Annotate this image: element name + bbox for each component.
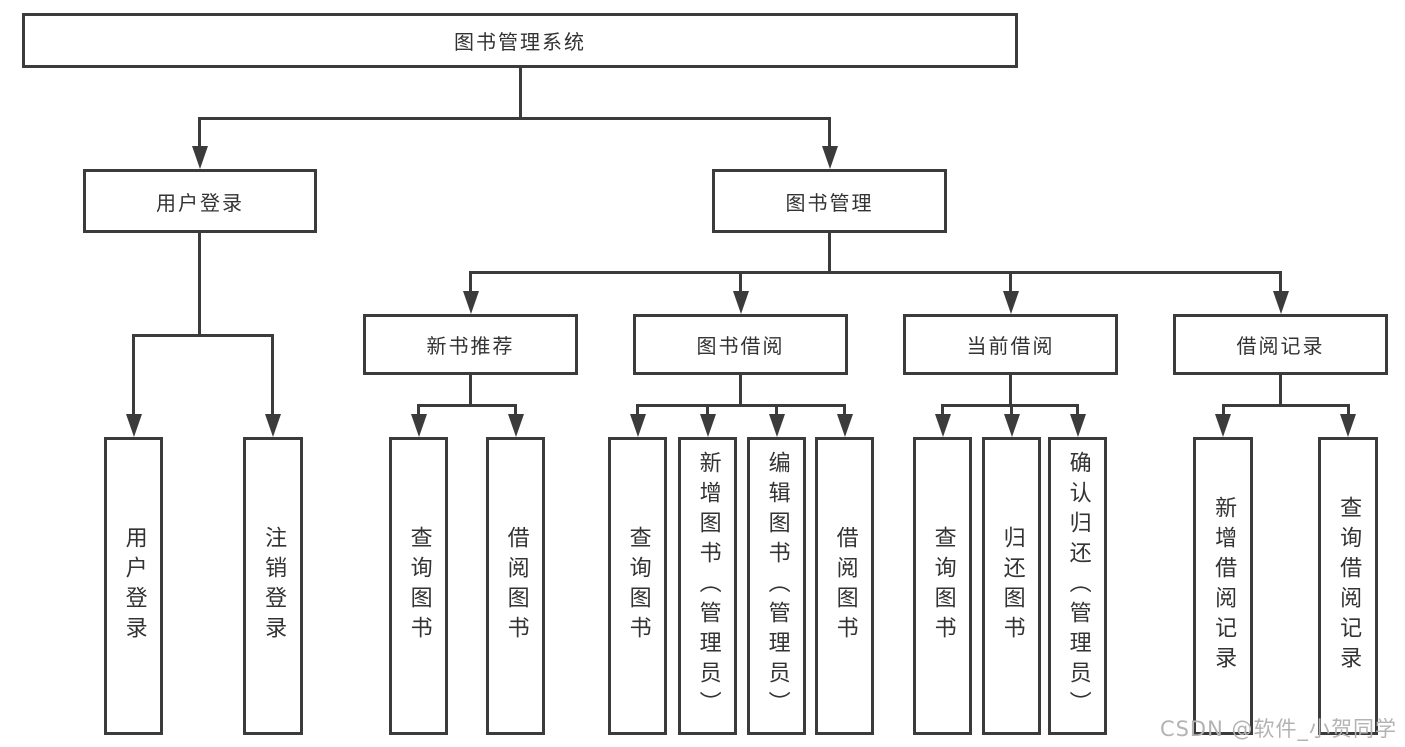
- arrowhead-down-icon: [1004, 414, 1020, 437]
- csdn-watermark: CSDN @软件_小贺同学: [1159, 717, 1397, 741]
- connector-vline: [1076, 404, 1079, 416]
- arrowhead-down-icon: [935, 414, 951, 437]
- connector-vline: [1347, 404, 1350, 416]
- connector-vline: [271, 334, 274, 416]
- connector-hline: [1222, 404, 1349, 407]
- leaf-add-borrow-record: 新增借阅记录: [1193, 437, 1253, 735]
- node-book-management: 图书管理: [712, 169, 947, 233]
- node-root-label: 图书管理系统: [454, 30, 586, 54]
- arrowhead-down-icon: [508, 414, 524, 437]
- leaf-confirm-return-admin: 确认归还（管理员）: [1048, 437, 1107, 735]
- arrowhead-down-icon: [1273, 291, 1289, 314]
- leaf-user-login-label: 用户登录: [121, 526, 147, 646]
- node-borrow-records: 借阅记录: [1173, 314, 1388, 375]
- leaf-query-borrow-record: 查询借阅记录: [1318, 437, 1378, 735]
- arrowhead-down-icon: [192, 146, 208, 169]
- connector-vline: [132, 334, 135, 416]
- arrowhead-down-icon: [822, 146, 838, 169]
- leaf-edit-book-admin-label: 编辑图书（管理员）: [764, 451, 790, 721]
- leaf-add-book-admin: 新增图书（管理员）: [678, 437, 737, 735]
- leaf-borrow-book-recommend: 借阅图书: [486, 437, 545, 735]
- leaf-confirm-return-admin-label: 确认归还（管理员）: [1065, 451, 1091, 721]
- leaf-edit-book-admin: 编辑图书（管理员）: [747, 437, 806, 735]
- connector-vline: [198, 117, 201, 147]
- connector-vline: [198, 233, 201, 335]
- node-root: 图书管理系统: [22, 13, 1018, 68]
- leaf-user-login: 用户登录: [104, 437, 163, 735]
- connector-vline: [1222, 404, 1225, 416]
- node-book-borrowing-label: 图书借阅: [696, 334, 785, 358]
- node-book-management-label: 图书管理: [785, 190, 874, 215]
- connector-hline: [198, 117, 831, 120]
- leaf-borrow-book-borrowing: 借阅图书: [815, 437, 874, 735]
- connector-hline: [417, 404, 517, 407]
- leaf-query-book-recommend: 查询图书: [389, 437, 448, 735]
- connector-vline: [1009, 375, 1012, 406]
- node-current-borrowing-label: 当前借阅: [966, 334, 1055, 358]
- connector-vline: [1010, 404, 1013, 416]
- node-user-login: 用户登录: [83, 169, 317, 233]
- node-current-borrowing: 当前借阅: [903, 314, 1118, 375]
- arrowhead-down-icon: [769, 414, 785, 437]
- connector-vline: [828, 233, 831, 274]
- arrowhead-down-icon: [1070, 414, 1086, 437]
- connector-vline: [843, 404, 846, 416]
- arrowhead-down-icon: [630, 414, 646, 437]
- leaf-query-book-current-label: 查询图书: [930, 526, 956, 646]
- leaf-add-book-admin-label: 新增图书（管理员）: [695, 451, 721, 721]
- leaf-query-borrow-record-label: 查询借阅记录: [1336, 496, 1362, 676]
- connector-vline: [514, 404, 517, 416]
- arrowhead-down-icon: [1215, 414, 1231, 437]
- connector-vline: [828, 117, 831, 147]
- arrowhead-down-icon: [265, 414, 281, 437]
- leaf-add-borrow-record-label: 新增借阅记录: [1211, 496, 1237, 676]
- leaf-return-book-label: 归还图书: [999, 526, 1025, 646]
- connector-vline: [469, 271, 472, 293]
- arrowhead-down-icon: [463, 291, 479, 314]
- leaf-query-book-current: 查询图书: [913, 437, 972, 735]
- connector-hline: [636, 404, 846, 407]
- connector-vline: [636, 404, 639, 416]
- arrowhead-down-icon: [733, 291, 749, 314]
- leaf-logout: 注销登录: [243, 437, 303, 735]
- arrowhead-down-icon: [1340, 414, 1356, 437]
- leaf-query-book-borrowing-label: 查询图书: [625, 526, 651, 646]
- node-new-book-recommend-label: 新书推荐: [426, 334, 515, 358]
- node-new-book-recommend: 新书推荐: [363, 314, 578, 375]
- connector-vline: [775, 404, 778, 416]
- leaf-borrow-book-recommend-label: 借阅图书: [503, 526, 529, 646]
- leaf-query-book-borrowing: 查询图书: [608, 437, 667, 735]
- node-user-login-label: 用户登录: [156, 190, 244, 215]
- leaf-borrow-book-borrowing-label: 借阅图书: [832, 526, 858, 646]
- arrowhead-down-icon: [837, 414, 853, 437]
- connector-vline: [706, 404, 709, 416]
- node-borrow-records-label: 借阅记录: [1236, 334, 1325, 358]
- connector-vline: [469, 375, 472, 406]
- connector-vline: [739, 271, 742, 293]
- leaf-return-book: 归还图书: [982, 437, 1041, 735]
- connector-vline: [417, 404, 420, 416]
- arrowhead-down-icon: [700, 414, 716, 437]
- connector-vline: [941, 404, 944, 416]
- connector-vline: [1279, 271, 1282, 293]
- node-book-borrowing: 图书借阅: [633, 314, 848, 375]
- connector-hline: [469, 271, 1282, 274]
- connector-vline: [739, 375, 742, 406]
- connector-vline: [1279, 375, 1282, 406]
- connector-vline: [519, 68, 522, 118]
- arrowhead-down-icon: [1003, 291, 1019, 314]
- arrowhead-down-icon: [126, 414, 142, 437]
- connector-hline: [132, 334, 273, 337]
- leaf-logout-label: 注销登录: [261, 526, 287, 646]
- arrowhead-down-icon: [411, 414, 427, 437]
- connector-vline: [1009, 271, 1012, 293]
- leaf-query-book-recommend-label: 查询图书: [406, 526, 432, 646]
